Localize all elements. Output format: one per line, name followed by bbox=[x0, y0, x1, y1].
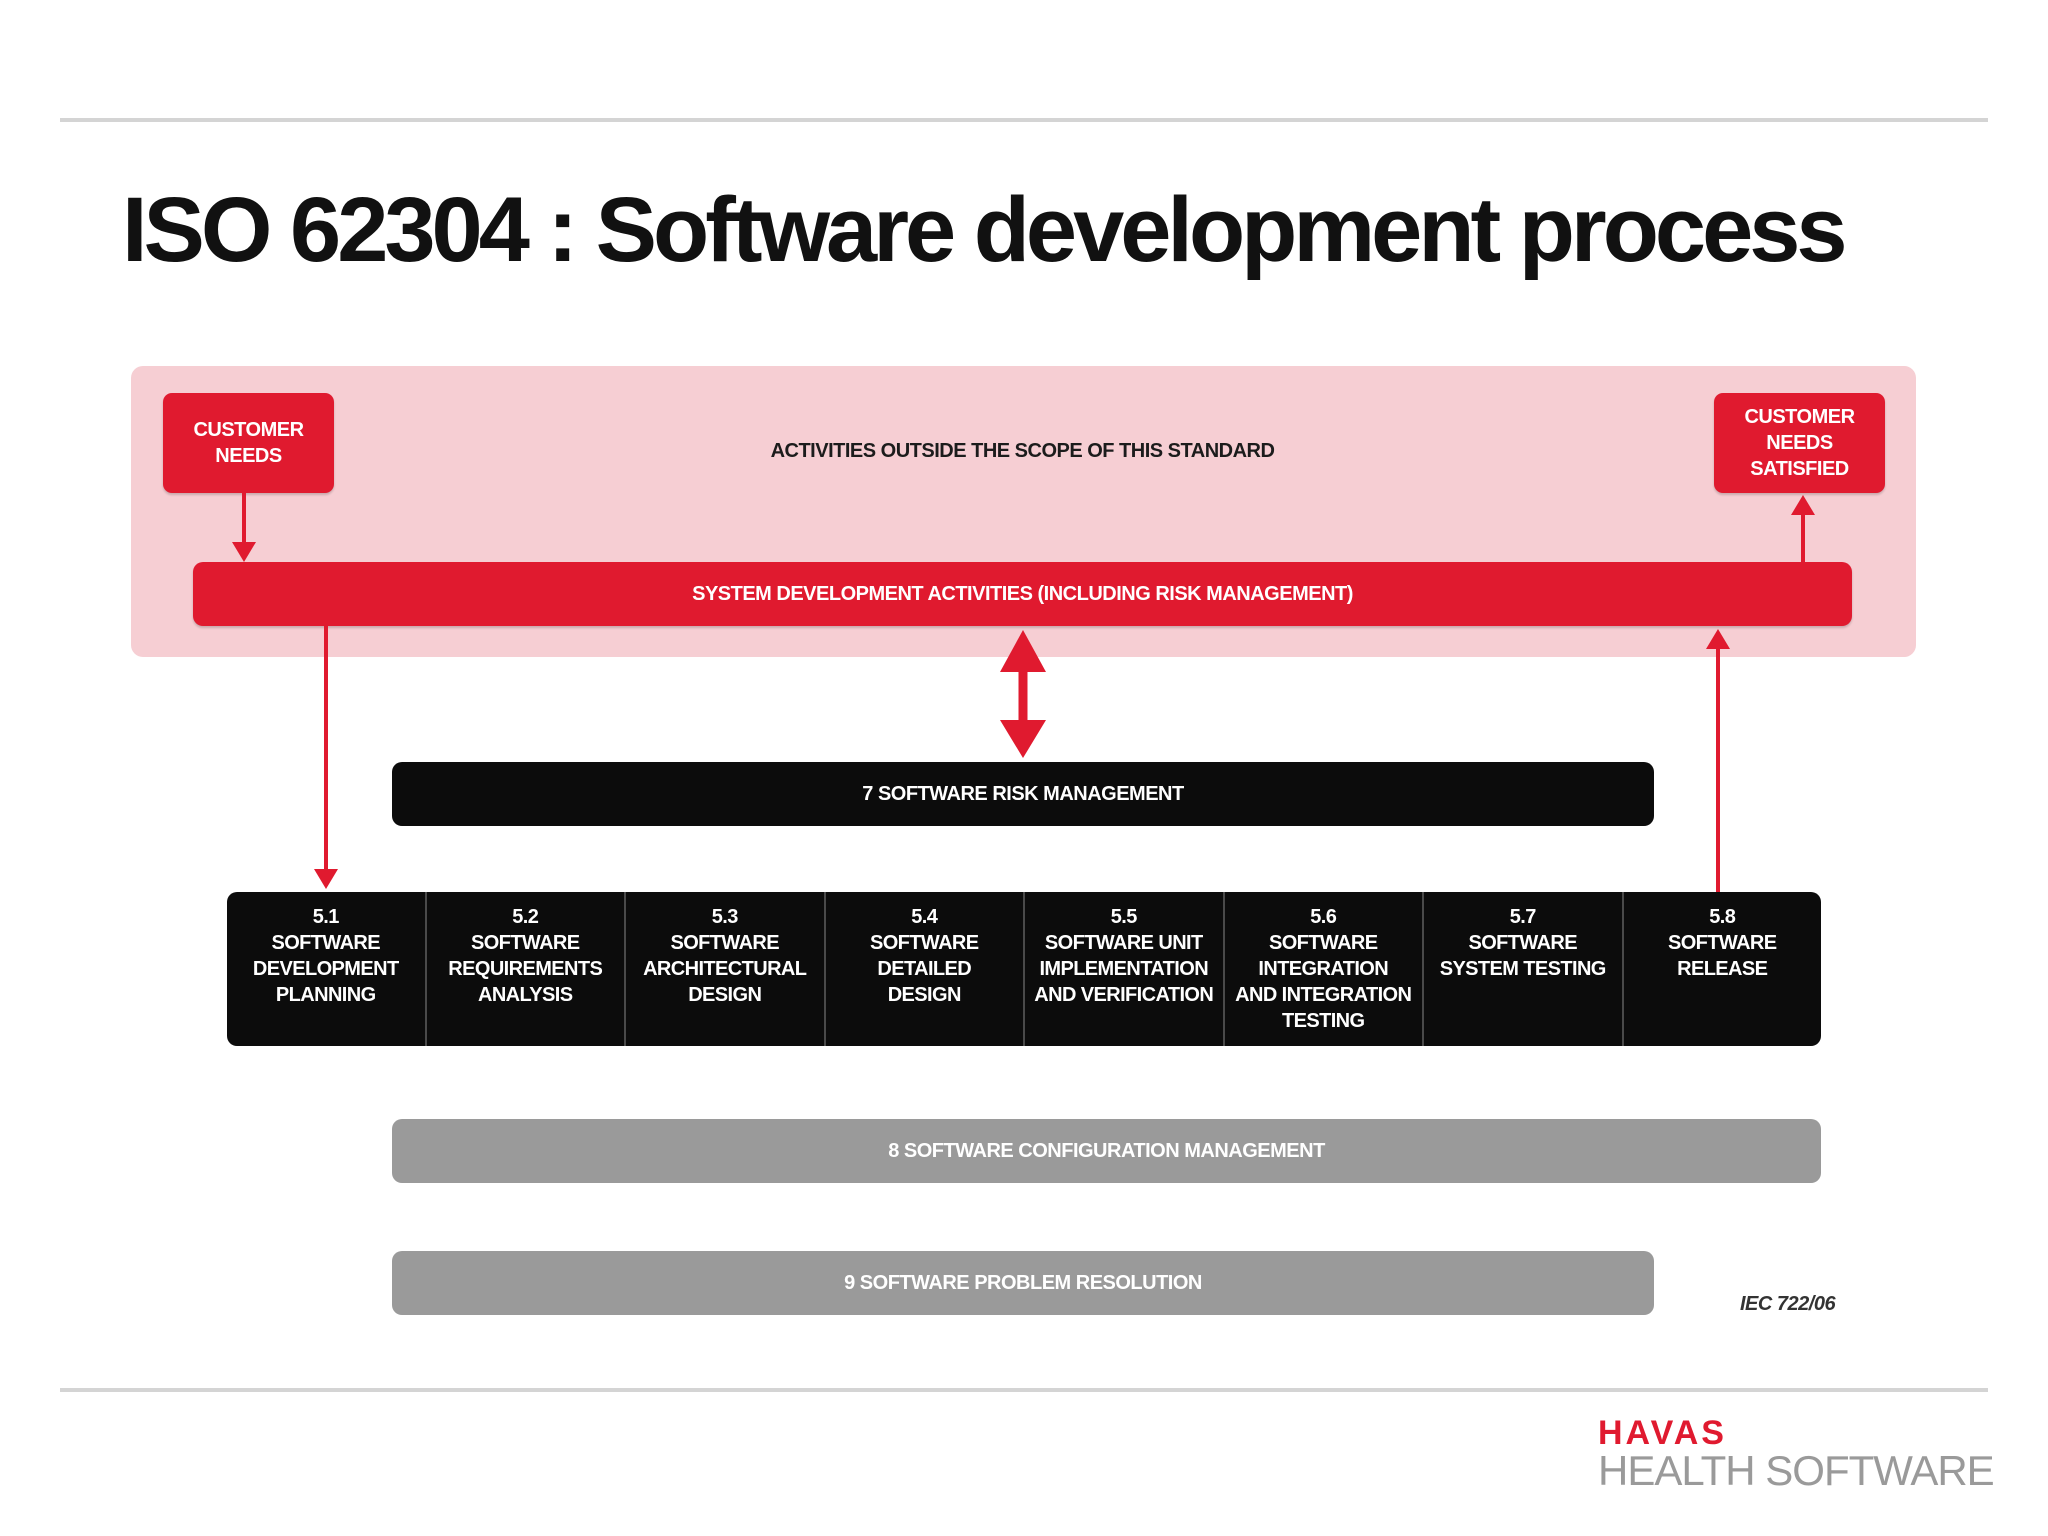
customer-needs-label: CUSTOMER NEEDS bbox=[193, 419, 304, 467]
process-detailed-design: 5.4 SOFTWARE DETAILED DESIGN bbox=[826, 892, 1025, 1046]
process-name: SOFTWARE SYSTEM TESTING bbox=[1439, 932, 1607, 980]
logo-text: HEALTH SOFTWARE bbox=[1598, 1447, 1995, 1494]
problem-resolution-bar: 9 SOFTWARE PROBLEM RESOLUTION bbox=[392, 1251, 1654, 1315]
system-development-label: SYSTEM DEVELOPMENT ACTIVITIES (INCLUDING… bbox=[692, 583, 1353, 605]
process-name: SOFTWARE RELEASE bbox=[1667, 932, 1777, 980]
slide-title: ISO 62304 : Software development process bbox=[122, 179, 1848, 281]
arrow-system-to-satisfied bbox=[1791, 495, 1815, 562]
process-number: 5.6 bbox=[1310, 906, 1337, 928]
process-number: 5.7 bbox=[1509, 906, 1537, 928]
process-name: SOFTWARE ARCHITECTURAL DESIGN bbox=[643, 932, 807, 1006]
configuration-management-label: 8 SOFTWARE CONFIGURATION MANAGEMENT bbox=[888, 1139, 1325, 1162]
arrow-risk-bidirectional bbox=[1000, 630, 1046, 758]
risk-management-bar: 7 SOFTWARE RISK MANAGEMENT bbox=[392, 762, 1654, 826]
process-name: SOFTWARE DEVELOPMENT PLANNING bbox=[252, 932, 399, 1006]
problem-resolution-label: 9 SOFTWARE PROBLEM RESOLUTION bbox=[844, 1271, 1202, 1294]
bottom-divider bbox=[60, 1388, 1988, 1392]
customer-needs-satisfied-label: CUSTOMER NEEDS SATISFIED bbox=[1744, 406, 1855, 480]
process-number: 5.8 bbox=[1709, 906, 1736, 928]
figure-reference: IEC 722/06 bbox=[1740, 1293, 1836, 1315]
process-name: SOFTWARE DETAILED DESIGN bbox=[869, 932, 979, 1006]
process-name: SOFTWARE INTEGRATION AND INTEGRATION TES… bbox=[1235, 932, 1412, 1032]
process-planning: 5.1 SOFTWARE DEVELOPMENT PLANNING bbox=[227, 892, 427, 1046]
risk-management-label: 7 SOFTWARE RISK MANAGEMENT bbox=[862, 782, 1184, 805]
top-divider bbox=[60, 118, 1988, 122]
process-number: 5.2 bbox=[512, 906, 539, 928]
process-number: 5.4 bbox=[911, 906, 938, 928]
system-development-bar: SYSTEM DEVELOPMENT ACTIVITIES (INCLUDING… bbox=[193, 562, 1852, 626]
process-system-testing: 5.7 SOFTWARE SYSTEM TESTING bbox=[1424, 892, 1624, 1046]
process-integration-testing: 5.6 SOFTWARE INTEGRATION AND INTEGRATION… bbox=[1225, 892, 1424, 1046]
havas-logo: HAVAS HEALTH SOFTWARE bbox=[1598, 1412, 1995, 1492]
process-name: SOFTWARE REQUIREMENTS ANALYSIS bbox=[448, 932, 603, 1006]
process-number: 5.5 bbox=[1110, 906, 1138, 928]
outside-scope-label: ACTIVITIES OUTSIDE THE SCOPE OF THIS STA… bbox=[770, 440, 1275, 462]
process-architectural-design: 5.3 SOFTWARE ARCHITECTURAL DESIGN bbox=[626, 892, 826, 1046]
process-requirements-analysis: 5.2 SOFTWARE REQUIREMENTS ANALYSIS bbox=[427, 892, 626, 1046]
logo-mark: HAVAS bbox=[1598, 1414, 1727, 1452]
customer-needs-satisfied-box: CUSTOMER NEEDS SATISFIED bbox=[1714, 393, 1885, 493]
process-number: 5.1 bbox=[312, 906, 340, 928]
configuration-management-bar: 8 SOFTWARE CONFIGURATION MANAGEMENT bbox=[392, 1119, 1821, 1183]
customer-needs-box: CUSTOMER NEEDS bbox=[163, 393, 334, 493]
arrow-release-to-system bbox=[1706, 629, 1730, 892]
arrow-needs-to-system bbox=[232, 493, 256, 562]
process-number: 5.3 bbox=[711, 906, 739, 928]
process-unit-implementation: 5.5 SOFTWARE UNIT IMPLEMENTATION AND VER… bbox=[1025, 892, 1225, 1046]
process-name: SOFTWARE UNIT IMPLEMENTATION AND VERIFIC… bbox=[1034, 932, 1214, 1006]
arrow-system-to-planning bbox=[314, 626, 338, 889]
development-process-row: 5.1 SOFTWARE DEVELOPMENT PLANNING 5.2 SO… bbox=[227, 892, 1821, 1046]
process-release: 5.8 SOFTWARE RELEASE bbox=[1624, 892, 1822, 1046]
